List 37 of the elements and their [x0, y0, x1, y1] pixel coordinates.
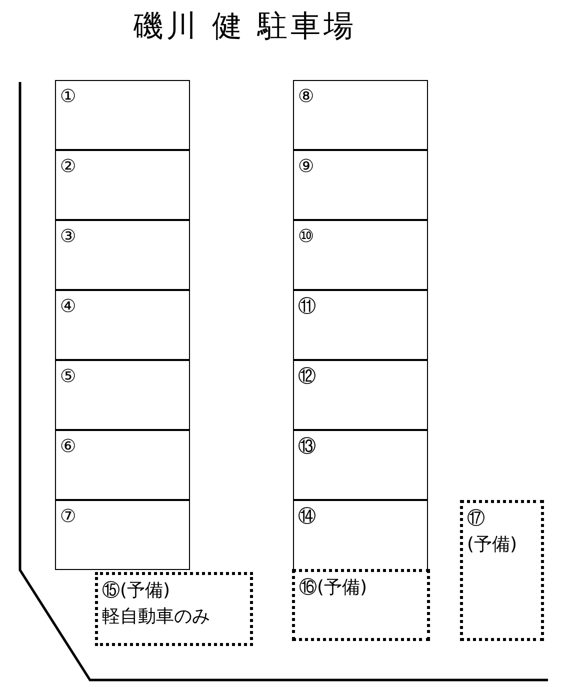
space-number: ⑩ [298, 225, 314, 249]
parking-space [55, 80, 190, 150]
space-number: ⑧ [298, 85, 314, 109]
parking-space [293, 220, 428, 290]
space-number: ④ [60, 295, 76, 319]
parking-space [55, 500, 190, 570]
space-number: ⑭ [298, 505, 316, 529]
reserved-parking-space [95, 572, 253, 646]
parking-space [55, 150, 190, 220]
parking-space [293, 290, 428, 360]
parking-space [293, 430, 428, 500]
space-number: ⑫ [298, 365, 316, 389]
title: 磯川 健 駐車場 [132, 8, 358, 46]
space-number: ⑦ [60, 505, 76, 529]
parking-space [293, 80, 428, 150]
space-number: ⑬ [298, 435, 316, 459]
space-number: ⑤ [60, 365, 76, 389]
space-number: ⑪ [298, 295, 316, 319]
parking-space [293, 500, 428, 570]
space-number: ⑥ [60, 435, 76, 459]
space-note: 軽自動車のみ [102, 605, 210, 629]
space-number: ⑮(予備) [102, 579, 170, 603]
reserved-parking-space [460, 500, 544, 641]
parking-space [55, 220, 190, 290]
space-number: ③ [60, 225, 76, 249]
parking-space [55, 360, 190, 430]
space-number: ⑰ [467, 507, 485, 531]
parking-space [55, 430, 190, 500]
space-number: ⑨ [298, 155, 314, 179]
reserved-parking-space [292, 569, 430, 641]
parking-space [293, 360, 428, 430]
space-number: ⑯(予備) [299, 576, 368, 600]
space-number: ① [60, 85, 76, 109]
space-note: (予備) [467, 533, 518, 557]
parking-space [293, 150, 428, 220]
space-number: ② [60, 155, 76, 179]
parking-space [55, 290, 190, 360]
